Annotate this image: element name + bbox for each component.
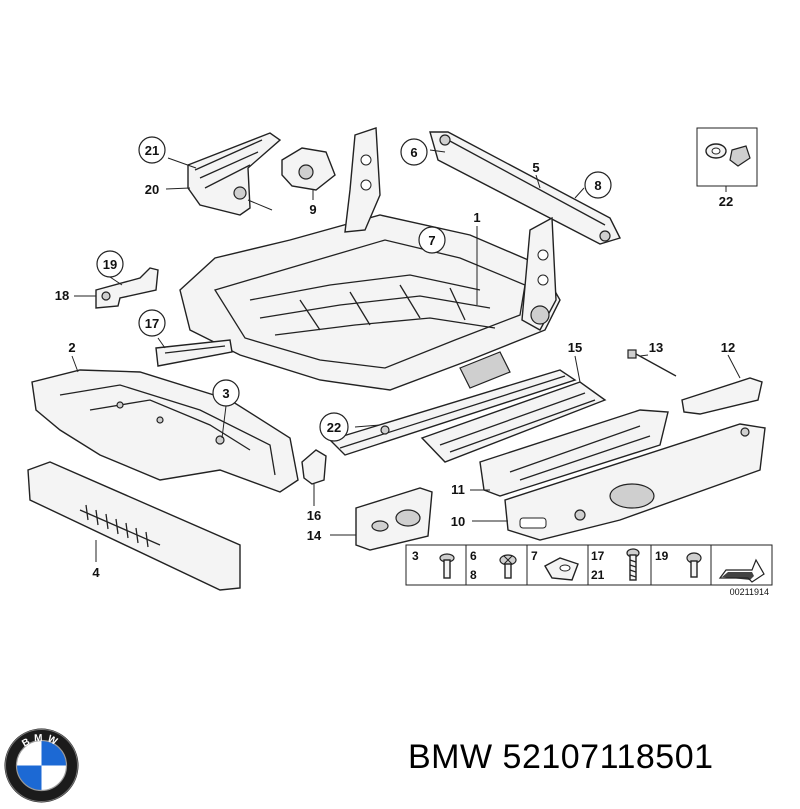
callout-18: 18 xyxy=(55,288,69,303)
svg-text:7: 7 xyxy=(428,233,435,248)
rail-part-17 xyxy=(155,339,233,367)
legend-label-8: 8 xyxy=(470,568,477,582)
rail-part-5 xyxy=(429,131,621,245)
svg-text:6: 6 xyxy=(410,145,417,160)
hardware-legend: 3 6 8 7 17 21 19 xyxy=(405,544,773,586)
callout-13: 13 xyxy=(649,340,663,355)
svg-text:17: 17 xyxy=(145,316,159,331)
side-trim-part-10 xyxy=(504,423,766,541)
svg-text:22: 22 xyxy=(327,420,341,435)
svg-text:3: 3 xyxy=(222,386,229,401)
callout-17: 17 xyxy=(138,309,166,337)
clip-part-16 xyxy=(301,449,327,485)
callout-11: 11 xyxy=(451,482,465,497)
switch-housing-part-14 xyxy=(355,487,433,551)
brand-name: BMW xyxy=(408,738,493,776)
callout-2: 2 xyxy=(68,340,75,355)
cap-part-12 xyxy=(681,377,763,415)
front-trim-part-4 xyxy=(27,461,241,591)
callout-21: 21 xyxy=(138,136,166,164)
legend-label-7: 7 xyxy=(531,549,538,563)
legend-label-17: 17 xyxy=(591,549,605,563)
bolt-icon xyxy=(499,554,517,579)
bracket-part-20-21 xyxy=(187,132,282,216)
callout-15: 15 xyxy=(568,340,582,355)
clip-nut-icon xyxy=(544,557,579,581)
callout-5: 5 xyxy=(532,160,539,175)
legend-label-21: 21 xyxy=(591,568,605,582)
callout-14: 14 xyxy=(307,528,322,543)
svg-text:8: 8 xyxy=(594,178,601,193)
callout-1: 1 xyxy=(473,210,480,225)
callout-3: 3 xyxy=(212,379,240,407)
callout-22-inset: 22 xyxy=(719,194,733,209)
callout-10: 10 xyxy=(451,514,465,529)
callout-19: 19 xyxy=(96,250,124,278)
callout-16: 16 xyxy=(307,508,321,523)
part-title: BMW 52107118501 xyxy=(408,738,714,777)
legend-label-3: 3 xyxy=(412,549,419,563)
diagram-reference-number: 00211914 xyxy=(730,587,769,597)
long-screw-icon xyxy=(626,548,640,581)
bracket-part-18-19 xyxy=(95,267,159,309)
bracket-part-9 xyxy=(281,147,336,191)
callout-4: 4 xyxy=(92,565,100,580)
callout-6: 6 xyxy=(400,138,428,166)
bmw-logo: BMW xyxy=(3,727,80,804)
part-number: 52107118501 xyxy=(502,738,714,776)
callout-12: 12 xyxy=(721,340,735,355)
screw-icon xyxy=(439,553,455,579)
callout-7: 7 xyxy=(418,226,446,254)
callout-9: 9 xyxy=(309,202,316,217)
svg-text:19: 19 xyxy=(103,257,117,272)
bolt-part-13 xyxy=(627,349,677,377)
callout-8: 8 xyxy=(584,171,612,199)
legend-label-6: 6 xyxy=(470,549,477,563)
arrow-icon xyxy=(718,558,765,583)
seat-frame-part-1 xyxy=(179,127,577,456)
cover-part-15 xyxy=(420,381,607,463)
callout-20: 20 xyxy=(145,182,159,197)
legend-label-19: 19 xyxy=(655,549,669,563)
inset-part-22 xyxy=(696,127,758,187)
hex-bolt-icon xyxy=(686,552,702,578)
callout-22-frame: 22 xyxy=(319,412,349,442)
seat-pan-part-2 xyxy=(31,369,299,493)
svg-text:21: 21 xyxy=(145,143,159,158)
